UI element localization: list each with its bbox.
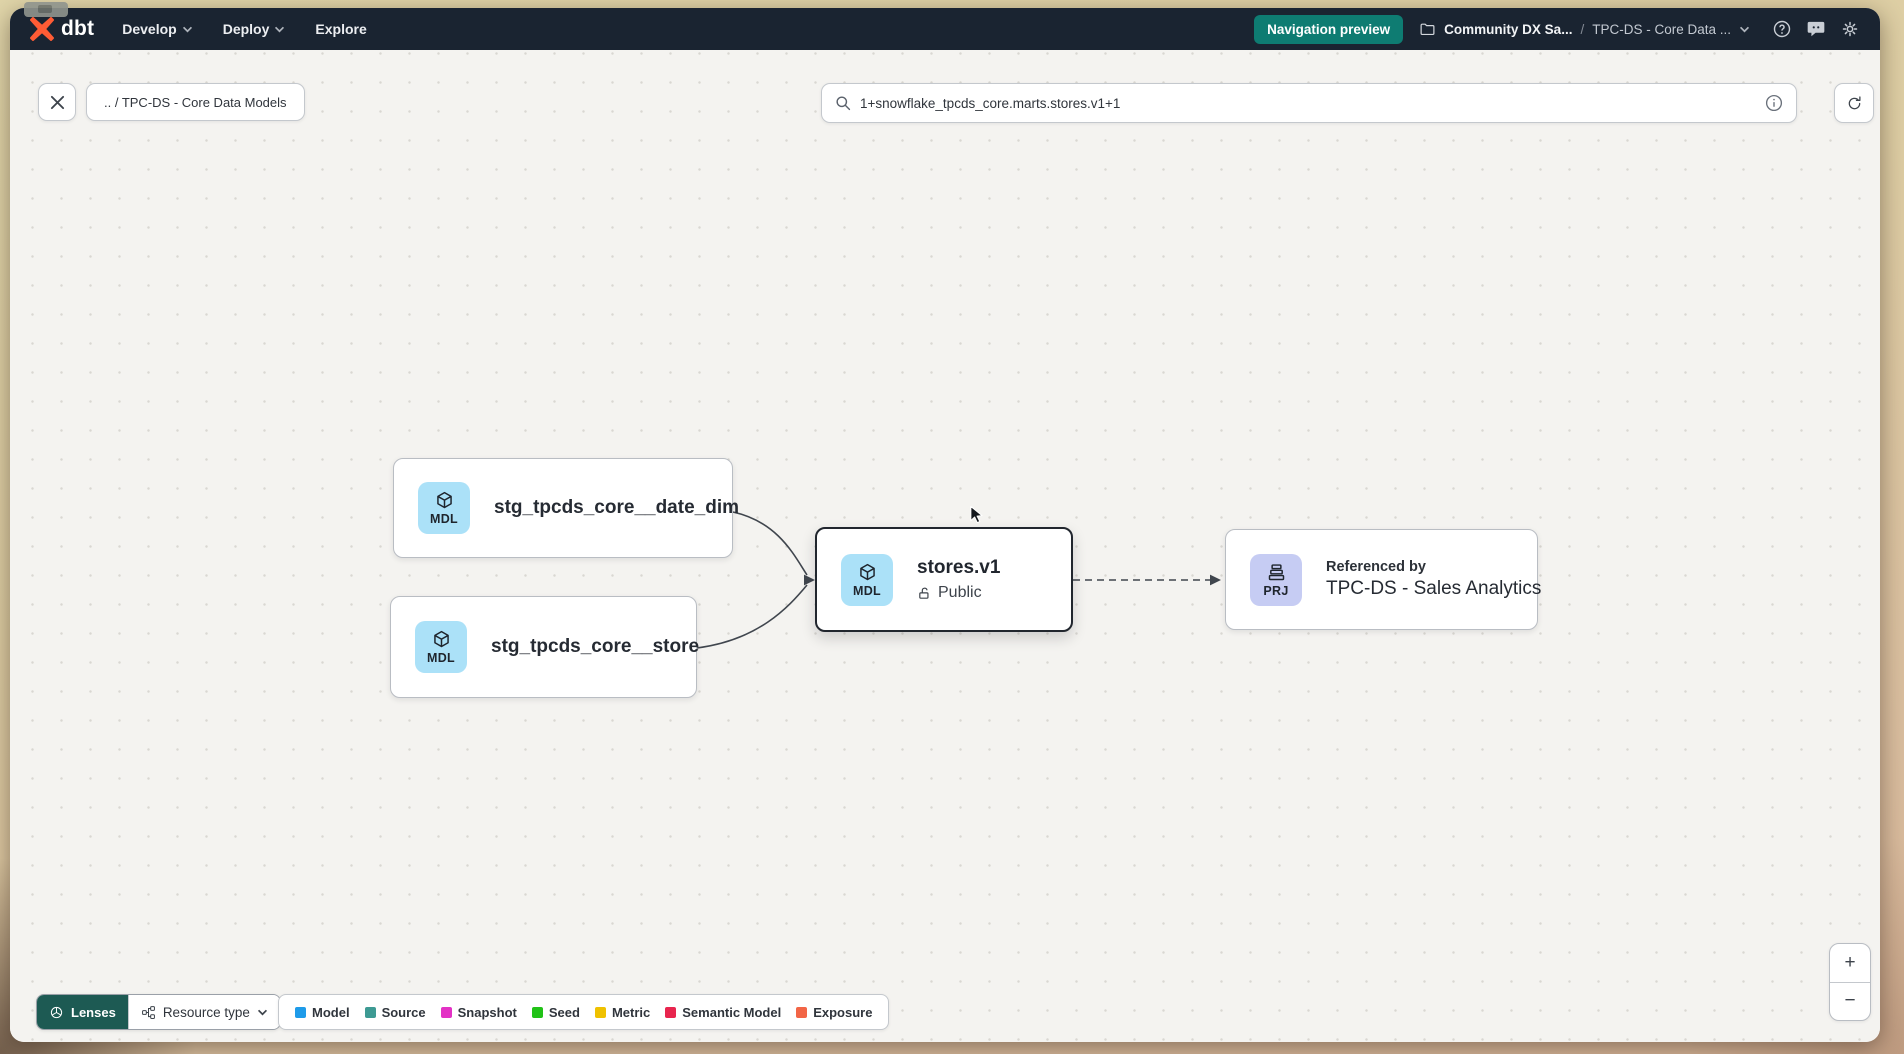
project-node-tpcds-sales-analytics[interactable]: PRJ Referenced by TPC-DS - Sales Analyti… (1225, 529, 1541, 630)
close-icon (50, 95, 64, 109)
cube-model-icon (433, 630, 449, 648)
info-icon[interactable] (1765, 94, 1783, 112)
unlock-icon (919, 587, 929, 599)
breadcrumb-project[interactable]: Community DX Sa... (1444, 21, 1573, 37)
nav-menu: Develop Deploy Explore (122, 21, 367, 37)
dbt-logo-icon (30, 17, 54, 41)
node-label: stg_tpcds_core__store (491, 636, 700, 657)
lenses-button[interactable]: Lenses (37, 995, 128, 1029)
chevron-down-icon (275, 26, 285, 32)
chevron-down-icon (257, 1009, 267, 1015)
nav-item-develop[interactable]: Develop (122, 21, 192, 37)
breadcrumb-separator: / (1580, 21, 1585, 37)
model-node-stg-tpcds-core-date-dim[interactable]: MDL stg_tpcds_core__date_dim (393, 458, 739, 558)
cube-model-icon (436, 491, 452, 509)
legend-item-exposure: Exposure (796, 1005, 872, 1020)
badge-label: MDL (853, 583, 881, 598)
node-text-block: Referenced by TPC-DS - Sales Analytics (1326, 559, 1541, 600)
legend-swatch (796, 1006, 808, 1018)
zoom-controls: + − (1829, 943, 1871, 1021)
navigation-preview-badge[interactable]: Navigation preview (1254, 14, 1404, 44)
node-access-label: Public (938, 584, 982, 601)
badge-label: MDL (427, 651, 455, 665)
lens-aperture-icon (50, 1006, 63, 1018)
legend-item-semantic-model: Semantic Model (665, 1005, 781, 1020)
node-kicker: Referenced by (1326, 559, 1426, 575)
legend-item-seed: Seed (531, 1005, 580, 1020)
nav-right-section: Navigation preview Community DX Sa... / … (1254, 14, 1860, 44)
feedback-chat-icon[interactable] (1806, 19, 1826, 39)
folder-icon (1420, 23, 1435, 35)
resource-type-dropdown[interactable]: Resource type (127, 995, 280, 1029)
badge-label: MDL (430, 512, 458, 526)
legend-item-source: Source (364, 1005, 426, 1020)
selector-input[interactable] (860, 95, 1756, 111)
model-node-stores-v1-selected[interactable]: MDL stores.v1 Public (815, 527, 1073, 632)
chevron-down-icon[interactable] (1739, 26, 1750, 33)
dbt-logo[interactable]: dbt (30, 17, 94, 41)
lineage-selector-searchbar (821, 83, 1797, 123)
nav-item-explore[interactable]: Explore (315, 21, 366, 37)
resource-type-legend: Model Source Snapshot Seed Metric Semant… (278, 994, 890, 1030)
chevron-down-icon (182, 26, 192, 32)
legend-swatch (440, 1006, 452, 1018)
resource-type-label: Resource type (162, 1004, 250, 1020)
dbt-logo-text: dbt (61, 17, 95, 40)
nav-item-develop-label: Develop (122, 21, 177, 37)
nav-item-explore-label: Explore (315, 21, 367, 37)
legend-item-model: Model (295, 1005, 350, 1020)
project-badge: PRJ (1250, 553, 1302, 606)
help-icon[interactable] (1772, 19, 1792, 39)
nav-icon-group (1772, 19, 1860, 39)
mouse-cursor (970, 505, 983, 524)
zoom-out-button[interactable]: − (1844, 990, 1856, 1012)
legend-swatch (594, 1006, 606, 1018)
refresh-lineage-button[interactable] (1834, 83, 1874, 123)
nav-item-deploy-label: Deploy (222, 21, 270, 37)
project-stack-icon (1268, 563, 1284, 580)
model-node-stg-tpcds-core-store[interactable]: MDL stg_tpcds_core__store (390, 596, 700, 698)
close-lineage-button[interactable] (38, 83, 76, 121)
legend-swatch (531, 1006, 543, 1018)
breadcrumb-page[interactable]: TPC-DS - Core Data ... (1592, 21, 1731, 37)
screen-capture-artifact (24, 2, 68, 17)
nav-item-deploy[interactable]: Deploy (223, 21, 286, 37)
lenses-label: Lenses (71, 1004, 116, 1020)
dbt-explorer-window: dbt Develop Deploy Explore Navigation pr… (10, 8, 1880, 1042)
badge-label: PRJ (1263, 583, 1289, 598)
legend-item-metric: Metric (594, 1005, 650, 1020)
model-badge: MDL (418, 482, 470, 534)
node-label: stg_tpcds_core__date_dim (494, 497, 739, 518)
breadcrumb[interactable]: Community DX Sa... / TPC-DS - Core Data … (1419, 21, 1750, 38)
lineage-path-chip[interactable]: .. / TPC-DS - Core Data Models (86, 83, 305, 121)
legend-swatch (364, 1006, 376, 1018)
search-icon (836, 96, 851, 111)
legend-item-snapshot: Snapshot (440, 1005, 517, 1020)
lenses-control-group: Lenses Resource type (36, 994, 281, 1030)
zoom-in-button[interactable]: + (1830, 944, 1870, 983)
settings-gear-icon[interactable] (1840, 19, 1860, 39)
node-text-block: stores.v1 Public (917, 557, 1000, 602)
node-access-row: Public (917, 584, 1000, 602)
legend-swatch (665, 1006, 677, 1018)
cube-model-icon (859, 563, 875, 580)
lineage-canvas[interactable]: .. / TPC-DS - Core Data Models (10, 50, 1880, 1042)
model-badge: MDL (415, 621, 467, 673)
node-label: stores.v1 (917, 557, 1001, 578)
node-label: TPC-DS - Sales Analytics (1326, 578, 1542, 599)
refresh-icon (1848, 95, 1861, 109)
model-badge: MDL (841, 553, 893, 606)
resource-graph-icon (141, 1005, 155, 1019)
legend-swatch (295, 1006, 306, 1018)
top-navigation-bar: dbt Develop Deploy Explore Navigation pr… (10, 8, 1880, 50)
